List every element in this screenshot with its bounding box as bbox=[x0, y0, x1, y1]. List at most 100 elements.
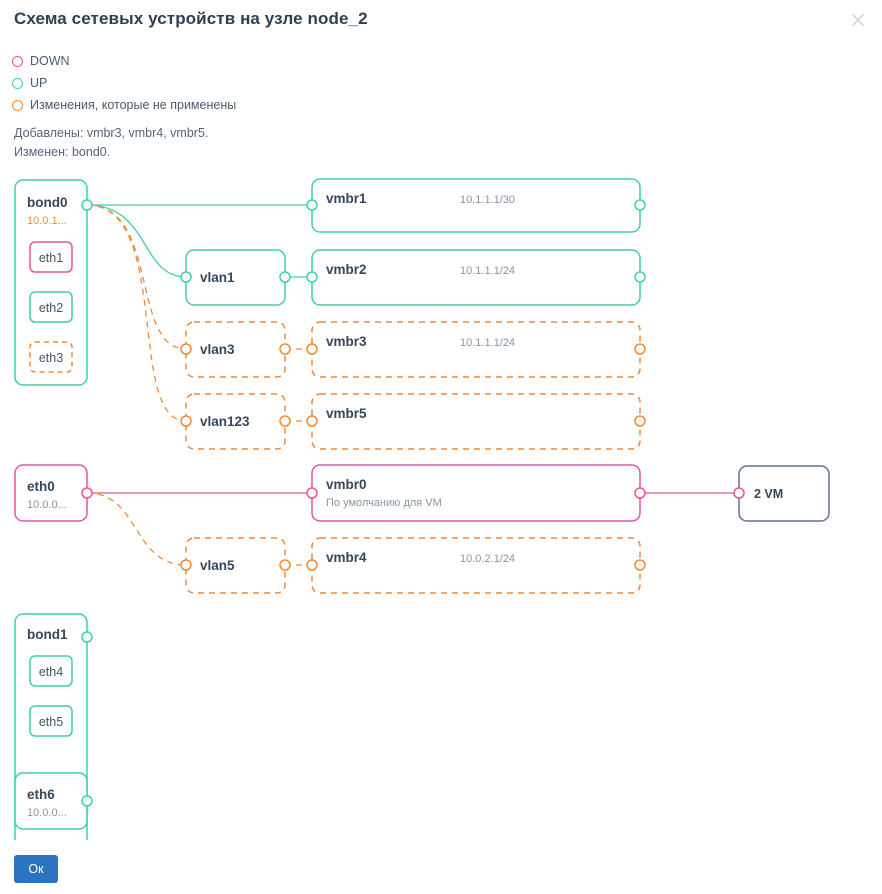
node-eth5-title: eth5 bbox=[39, 715, 63, 729]
node-vlan123-title: vlan123 bbox=[200, 414, 250, 429]
port-vmbr4-in[interactable] bbox=[306, 559, 318, 571]
port-vlan5-in[interactable] bbox=[180, 559, 192, 571]
node-vmbr3[interactable]: vmbr3 10.1.1.1/24 bbox=[306, 321, 646, 378]
node-vmbr0[interactable]: vmbr0 По умолчанию для VM bbox=[306, 464, 646, 522]
node-vlan1-title: vlan1 bbox=[200, 270, 235, 285]
network-diagram: bond0 10.0.1... eth1 eth2 eth3 bbox=[0, 165, 882, 840]
legend-label-pending: Изменения, которые не применены bbox=[30, 98, 237, 112]
node-eth6-subtitle: 10.0.0... bbox=[27, 807, 67, 819]
node-vmbr5-title: vmbr5 bbox=[326, 406, 367, 421]
node-bond1-child-eth5[interactable]: eth5 bbox=[29, 705, 73, 737]
legend-item-pending: Изменения, которые не применены bbox=[12, 94, 236, 116]
node-vmbr3-title: vmbr3 bbox=[326, 334, 367, 349]
edge-bond0-vlan123 bbox=[86, 204, 187, 422]
port-vlan123-in[interactable] bbox=[180, 415, 192, 427]
port-vmbr5-out[interactable] bbox=[634, 415, 646, 427]
node-bond1-title: bond1 bbox=[27, 627, 68, 642]
node-bond0-child-eth2[interactable]: eth2 bbox=[29, 291, 73, 323]
node-bond0-child-eth3[interactable]: eth3 bbox=[29, 341, 73, 373]
port-bond1-out[interactable] bbox=[81, 631, 93, 643]
port-vmbr0-out[interactable] bbox=[634, 487, 646, 499]
close-icon[interactable] bbox=[844, 6, 872, 34]
port-vmbr0-in[interactable] bbox=[306, 487, 318, 499]
legend-item-down: DOWN bbox=[12, 50, 236, 72]
port-vmbr4-out[interactable] bbox=[634, 559, 646, 571]
node-eth0-title: eth0 bbox=[27, 479, 55, 494]
node-bond0[interactable]: bond0 10.0.1... eth1 eth2 eth3 bbox=[14, 179, 93, 386]
node-vmbr5[interactable]: vmbr5 bbox=[306, 393, 646, 450]
port-vlan3-in[interactable] bbox=[180, 343, 192, 355]
port-vlan123-out[interactable] bbox=[279, 415, 291, 427]
node-vlan3-title: vlan3 bbox=[200, 342, 235, 357]
node-vmbr4-title: vmbr4 bbox=[326, 550, 367, 565]
port-bond0-out[interactable] bbox=[81, 199, 93, 211]
edge-eth0-vlan5 bbox=[86, 492, 187, 566]
node-eth6-title: eth6 bbox=[27, 787, 55, 802]
node-bond0-child-eth1[interactable]: eth1 bbox=[29, 241, 73, 273]
node-vlan123[interactable]: vlan123 bbox=[180, 393, 291, 450]
node-eth2-title: eth2 bbox=[39, 301, 63, 315]
port-vlan3-out[interactable] bbox=[279, 343, 291, 355]
node-eth1-box[interactable] bbox=[29, 241, 73, 273]
port-vmbr5-in[interactable] bbox=[306, 415, 318, 427]
node-eth0-subtitle: 10.0.0... bbox=[27, 499, 67, 511]
node-vmbr4-ip: 10.0.2.1/24 bbox=[460, 553, 515, 565]
node-vmbr3-box[interactable] bbox=[311, 321, 641, 378]
node-eth5-box[interactable] bbox=[29, 705, 73, 737]
node-vm[interactable]: 2 VM bbox=[733, 465, 830, 522]
node-eth4-title: eth4 bbox=[39, 665, 63, 679]
changes-modified: Изменен: bond0. bbox=[14, 145, 111, 159]
port-vmbr1-in[interactable] bbox=[306, 199, 318, 211]
port-vlan1-out[interactable] bbox=[279, 271, 291, 283]
port-vmbr3-out[interactable] bbox=[634, 343, 646, 355]
node-eth2-box[interactable] bbox=[29, 291, 73, 323]
node-vlan5-title: vlan5 bbox=[200, 558, 235, 573]
port-vmbr2-out[interactable] bbox=[634, 271, 646, 283]
node-eth3-box[interactable] bbox=[29, 341, 73, 373]
legend: DOWN UP Изменения, которые не применены bbox=[12, 50, 236, 116]
node-vmbr4[interactable]: vmbr4 10.0.2.1/24 bbox=[306, 537, 646, 594]
legend-dot-down bbox=[12, 55, 23, 67]
edge-bond0-vlan3 bbox=[86, 204, 187, 350]
port-vmbr3-in[interactable] bbox=[306, 343, 318, 355]
node-eth1-title: eth1 bbox=[39, 251, 63, 265]
port-vmbr2-in[interactable] bbox=[306, 271, 318, 283]
node-eth6[interactable]: eth6 10.0.0... bbox=[14, 772, 93, 830]
node-bond0-box[interactable] bbox=[14, 179, 88, 386]
node-vlan1[interactable]: vlan1 bbox=[180, 249, 291, 306]
legend-dot-up bbox=[12, 77, 23, 89]
node-eth3-title: eth3 bbox=[39, 351, 63, 365]
node-vmbr2-ip: 10.1.1.1/24 bbox=[460, 265, 515, 277]
changes-summary: Добавлены: vmbr3, vmbr4, vmbr5. Изменен:… bbox=[14, 124, 208, 162]
node-vm-box[interactable] bbox=[738, 465, 830, 522]
port-vlan1-in[interactable] bbox=[180, 271, 192, 283]
node-vmbr1[interactable]: vmbr1 10.1.1.1/30 bbox=[306, 178, 646, 233]
legend-label-up: UP bbox=[30, 76, 48, 90]
port-eth6-out[interactable] bbox=[81, 795, 93, 807]
node-bond1-child-eth4[interactable]: eth4 bbox=[29, 655, 73, 687]
node-vlan5[interactable]: vlan5 bbox=[180, 537, 291, 594]
node-vmbr0-title: vmbr0 bbox=[326, 477, 367, 492]
legend-label-down: DOWN bbox=[30, 54, 70, 68]
port-vlan5-out[interactable] bbox=[279, 559, 291, 571]
node-eth4-box[interactable] bbox=[29, 655, 73, 687]
legend-dot-pending bbox=[12, 99, 23, 111]
node-vmbr5-box[interactable] bbox=[311, 393, 641, 450]
node-bond0-subtitle: 10.0.1... bbox=[27, 215, 67, 227]
ok-button[interactable]: Ок bbox=[14, 855, 58, 883]
node-eth0[interactable]: eth0 10.0.0... bbox=[14, 464, 93, 522]
node-vmbr4-box[interactable] bbox=[311, 537, 641, 594]
node-vmbr0-box[interactable] bbox=[311, 464, 641, 522]
port-eth0-out[interactable] bbox=[81, 487, 93, 499]
node-vlan3[interactable]: vlan3 bbox=[180, 321, 291, 378]
node-vmbr3-ip: 10.1.1.1/24 bbox=[460, 337, 515, 349]
node-vmbr2-box[interactable] bbox=[311, 249, 641, 306]
port-vmbr1-out[interactable] bbox=[634, 199, 646, 211]
node-vmbr0-subtitle: По умолчанию для VM bbox=[326, 497, 442, 509]
port-vm-in[interactable] bbox=[733, 487, 745, 499]
node-vmbr1-ip: 10.1.1.1/30 bbox=[460, 194, 515, 206]
node-vmbr2-title: vmbr2 bbox=[326, 262, 367, 277]
node-vmbr2[interactable]: vmbr2 10.1.1.1/24 bbox=[306, 249, 646, 306]
node-bond0-title: bond0 bbox=[27, 195, 68, 210]
